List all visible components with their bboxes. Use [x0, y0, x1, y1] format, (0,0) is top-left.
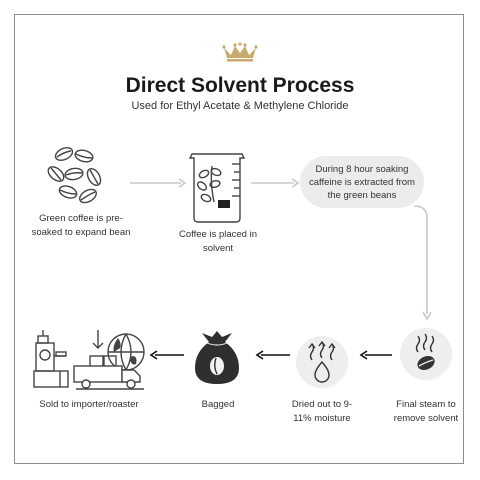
beaker-icon: [188, 153, 246, 223]
arrow-4-to-5: [359, 350, 392, 360]
page-title: Direct Solvent Process: [125, 74, 355, 97]
step-5-caption: Dried out to 9- 11% moisture: [291, 399, 353, 424]
coffee-beans-icon: [47, 147, 102, 204]
drying-drop-icon: [308, 340, 336, 383]
steam-bean-icon: [415, 333, 435, 371]
coffee-sack-icon: [195, 331, 239, 384]
step-4-caption: Final steam to remove solvent: [393, 399, 459, 424]
arrow-1-to-2: [130, 178, 187, 188]
step-2-caption: Coffee is placed in solvent: [179, 229, 257, 254]
step-6-caption: Bagged: [201, 399, 235, 410]
arrow-3-to-4: [413, 205, 432, 321]
arrow-6-to-7: [149, 350, 184, 360]
page-subtitle: Used for Ethyl Acetate & Methylene Chlor…: [131, 100, 349, 112]
arrow-5-to-6: [255, 350, 290, 360]
step-1-caption: Green coffee is pre- soaked to expand be…: [31, 213, 131, 238]
roaster-shipping-icon: [33, 330, 145, 390]
soaking-bubble: During 8 hour soaking caffeine is extrac…: [300, 156, 424, 208]
step-7-caption: Sold to importer/roaster: [39, 399, 139, 410]
crown-icon: [222, 42, 258, 62]
arrow-2-to-3: [251, 178, 300, 188]
